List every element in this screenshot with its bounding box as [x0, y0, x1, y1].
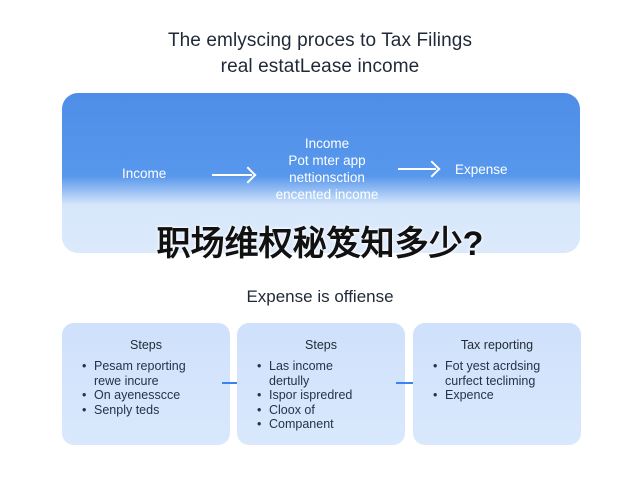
flow-income-label: Income [122, 166, 167, 181]
card-title: Steps [130, 338, 162, 352]
list-item: Pesam reporting [82, 359, 230, 374]
page-title: The emlyscing proces to Tax Filings real… [0, 28, 640, 80]
list-item: On ayenesscce [82, 388, 230, 403]
income-expense-flow-panel: Income Income Pot mter app nettionsction… [62, 93, 580, 253]
list-item: Ispor ispredred [257, 388, 405, 403]
page-title-line-1: The emlyscing proces to Tax Filings [167, 30, 473, 51]
overlay-caption: 职场维权秘笈知多少? [156, 225, 484, 263]
tax-reporting-card: Tax reporting Fot yest acrdsing curfect … [413, 323, 581, 445]
card-list: Las income dertully Ispor ispredred Cloo… [237, 359, 405, 432]
card-title: Steps [305, 338, 337, 352]
flow-middle-line-2: Pot mter app [288, 153, 366, 168]
list-item: Expence [433, 388, 581, 403]
flow-expense-label: Expense [455, 162, 508, 177]
list-item: Fot yest acrdsing [433, 359, 581, 374]
page-title-line-2: real estatLease income [220, 56, 420, 77]
steps-card-1: Steps Pesam reporting rewe incure On aye… [62, 323, 230, 445]
section-title: Expense is offiense [246, 287, 394, 306]
flow-middle-block: Income Pot mter app nettionsction encent… [267, 135, 387, 203]
list-item: Senply teds [82, 403, 230, 418]
flow-arrow-left [212, 174, 252, 176]
step-arrow-2 [396, 382, 420, 384]
card-list: Fot yest acrdsing curfect tecliming Expe… [413, 359, 581, 403]
list-item: Cloox of [257, 403, 405, 418]
flow-arrow-right [398, 168, 436, 170]
list-item: rewe incure [94, 373, 159, 388]
card-list: Pesam reporting rewe incure On ayenesscc… [62, 359, 230, 417]
flow-middle-line-1: Income [304, 136, 350, 151]
card-title: Tax reporting [460, 338, 534, 352]
flow-middle-line-3: nettionsction [289, 170, 365, 185]
flow-middle-line-4: encented income [275, 187, 379, 202]
list-item: Companent [257, 417, 405, 432]
step-arrow-1 [222, 382, 248, 384]
list-item: dertully [269, 373, 310, 388]
steps-card-2: Steps Las income dertully Ispor ispredre… [237, 323, 405, 445]
list-item: curfect tecliming [445, 373, 536, 388]
list-item: Las income [257, 359, 405, 374]
